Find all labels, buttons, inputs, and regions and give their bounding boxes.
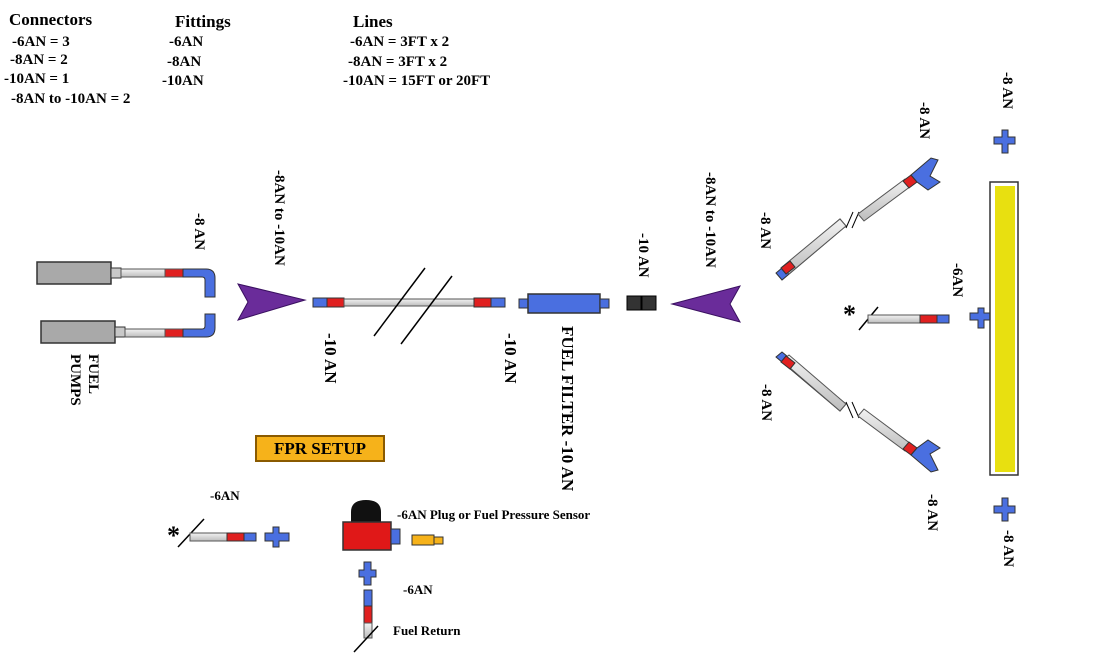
coupler-10an-icon — [626, 295, 657, 311]
fpr-plug-label: -6AN Plug or Fuel Pressure Sensor — [397, 507, 591, 522]
lines-item: -10AN = 15FT or 20FT — [343, 73, 491, 89]
adapter-right-icon — [670, 285, 742, 323]
fuel-pumps-label: FUEL — [85, 354, 101, 395]
rail-upper-line — [775, 157, 941, 281]
rail-upper-fitting-label: -8 AN — [916, 102, 932, 140]
asterisk-mark: * — [843, 300, 856, 329]
fpr-regulator — [342, 500, 444, 586]
fittings-item: -6AN — [169, 34, 204, 50]
fpr-setup-badge: FPR SETUP — [255, 435, 385, 462]
connectors-item: -6AN = 3 — [12, 34, 70, 50]
connectors-item: -10AN = 1 — [4, 71, 70, 87]
line-10an-label: -10 AN — [501, 333, 520, 384]
fpr-return-label: Fuel Return — [393, 623, 461, 638]
fpr-inlet-label: -6AN — [210, 488, 240, 503]
connectors-title: Connectors — [9, 10, 93, 29]
fpr-return-line — [353, 589, 379, 653]
fuel-rail — [989, 129, 1019, 522]
rail-mid-fitting-label: -6AN — [949, 263, 965, 298]
adapter-right-label: -8AN to -10AN — [702, 172, 718, 268]
fpr-return-fitting-label: -6AN — [403, 582, 433, 597]
rail-top-fitting-label: -8 AN — [999, 72, 1015, 110]
line-10an-label: -10 AN — [321, 333, 340, 384]
rail-mid-line — [858, 306, 993, 331]
connectors-item: -8AN = 2 — [10, 52, 68, 68]
main-line-10an — [312, 267, 506, 345]
fuel-pump-bottom — [40, 313, 216, 344]
lines-title: Lines — [353, 12, 393, 31]
rail-bottom-fitting-label: -8 AN — [1000, 530, 1016, 568]
fuel-filter-label: FUEL FILTER -10 AN — [558, 326, 577, 492]
rail-lower-line — [775, 351, 941, 473]
lines-item: -6AN = 3FT x 2 — [350, 34, 450, 50]
pumps-fitting-label: -8 AN — [191, 213, 207, 251]
coupler-10an-label: -10 AN — [635, 233, 651, 278]
adapter-left-label: -8AN to -10AN — [271, 170, 287, 266]
fuel-pump-top — [36, 261, 216, 298]
rail-lower-line-label: -8 AN — [758, 384, 774, 422]
fittings-item: -8AN — [167, 54, 202, 70]
fittings-item: -10AN — [162, 73, 204, 89]
adapter-left-icon — [236, 283, 307, 321]
rail-lower-fitting-label: -8 AN — [924, 494, 940, 532]
fpr-inlet-line — [177, 518, 290, 548]
asterisk-mark: * — [167, 521, 180, 550]
lines-item: -8AN = 3FT x 2 — [348, 54, 448, 70]
fuel-filter — [518, 293, 610, 314]
rail-upper-line-label: -8 AN — [757, 212, 773, 250]
fuel-pumps-label: PUMPS — [67, 354, 83, 406]
fittings-title: Fittings — [175, 12, 231, 31]
connectors-item: -8AN to -10AN = 2 — [11, 91, 131, 107]
